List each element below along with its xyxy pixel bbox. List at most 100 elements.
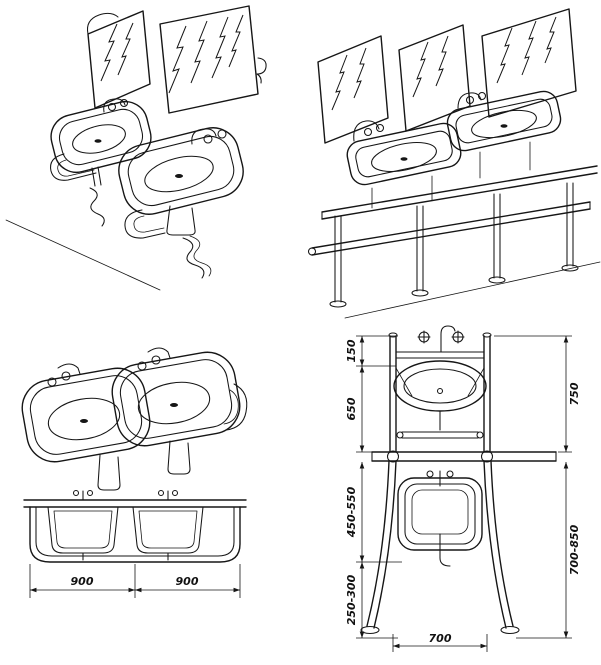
pedestal [166,205,196,236]
mirror-frame [398,24,471,132]
panel-iso-staggered-basins [5,5,267,291]
basin-rim-outer [446,90,562,152]
rail-tube [321,165,598,220]
mirror-1 [317,35,389,144]
double-basin-isometric [21,347,248,491]
towel-ring [124,209,166,239]
dimension-label: 150 [345,339,358,362]
post-left [389,335,397,453]
panel-iso-frame-basins [307,8,601,319]
mirror-glare-stroke [412,41,429,98]
mirror-glare-stroke [168,25,187,94]
foot [500,625,520,635]
tap-handle [61,371,71,381]
dimension-label: 250-300 [345,574,358,625]
tap-handle [151,355,161,365]
tap-handle [446,470,454,478]
s-trap [189,235,212,277]
tap-handle [465,95,475,105]
basin-rim-outer [50,100,152,174]
rail-tube [371,451,557,462]
support-bracket [479,141,531,179]
foot [488,276,506,284]
drain [436,387,444,395]
drain [400,157,408,161]
tap-spout [57,363,81,375]
support-bracket [395,367,485,397]
mirror-3 [481,8,577,118]
post-joint [386,450,400,463]
mirror-glare-stroke [100,23,118,82]
mirror-glare-stroke [496,27,513,84]
frame-tube-inner [35,506,235,557]
towel-rail [50,153,97,181]
splayed-legs [360,460,520,635]
tap-spout [457,92,482,109]
tap-spout [440,325,456,353]
tap-handle [119,98,129,108]
mirror-frame [317,35,389,144]
extension-line [494,335,572,639]
dimension-label: 700-850 [568,524,581,575]
tap-handle [86,489,94,497]
basin-rim-outer [346,122,462,186]
tap-spout [353,120,380,142]
tap-spout [147,347,171,359]
leg [493,193,501,279]
mirror-glare-stroke [228,14,244,68]
leg-left [366,460,397,629]
mirror-glare-stroke [353,47,367,99]
post-cap [388,332,398,338]
basin-outline-inner [138,510,198,549]
bar-tube [311,201,591,256]
floor-line [344,261,601,319]
right-dimension-chain: 750 700-850 [494,335,581,639]
basin-rim-inner [58,108,144,166]
towel-rail [401,431,479,439]
basin-bowl [403,368,477,404]
tap-spout [191,128,217,145]
drain-pipe [91,166,102,187]
grab-bar [307,201,591,256]
bar-end-cap [307,247,317,256]
leg [334,215,342,303]
basin-rim-outer [118,127,244,215]
tap-handle [107,102,117,112]
mirror-frame [481,8,577,118]
frame-tube-outer [29,506,241,563]
support-bracket [371,175,433,209]
rail-end-cap [476,431,484,439]
upper-basin-front [393,360,487,439]
trap-hook [439,557,451,567]
mirror-glare-stroke [435,35,449,87]
basin-bowl [411,489,469,535]
leg [97,454,121,491]
foot [411,289,429,297]
mirror-glare-stroke [211,16,229,79]
mirror-glare-stroke [117,22,134,76]
basin-bowl [137,381,211,425]
tap-handle [363,127,373,137]
towel-ring [133,215,165,233]
towel-bar [223,389,239,425]
basin-rim-inner [355,130,453,178]
tap-handle [72,489,80,497]
washbasin-lower [118,127,244,279]
leg [416,205,424,292]
washbasin-upper [50,98,152,227]
basin-rim-inner [29,375,143,455]
tap-handle [47,377,57,387]
post-right [483,335,491,453]
washbasin-left [346,120,462,209]
mirror-left [86,10,151,109]
dimension-label: 750 [568,382,581,405]
mirror-2 [398,24,471,132]
s-trap [182,237,205,279]
drain [94,139,102,143]
tap-spout [103,98,126,113]
lower-basin-front [397,470,483,567]
mirror-frame [159,5,259,114]
rail-end-cap [396,431,404,439]
